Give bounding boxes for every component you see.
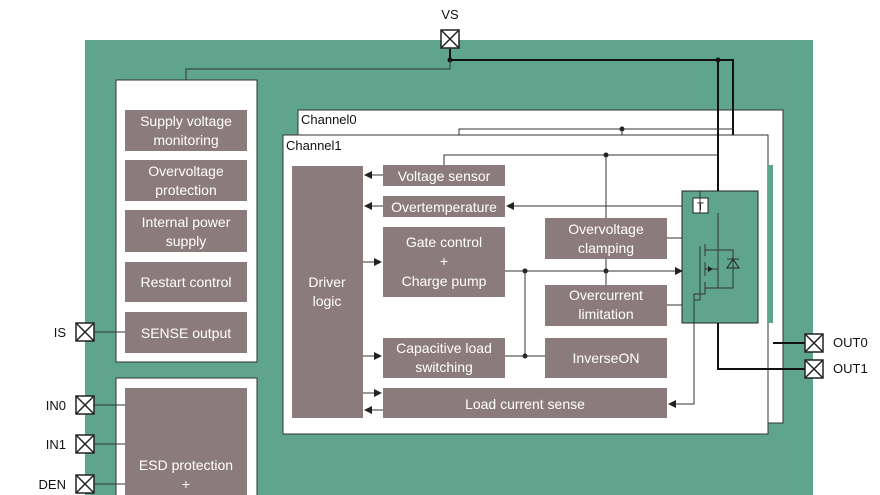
supply-voltage-line2: monitoring [153, 132, 218, 148]
supply-voltage-block: Supply voltage monitoring [125, 110, 247, 151]
sense-output-label: SENSE output [141, 325, 231, 341]
overvoltage-protection-block: Overvoltage protection [125, 160, 247, 201]
overvoltage-clamping-block: Overvoltage clamping [545, 218, 667, 259]
capacitive-load-line2: switching [415, 359, 473, 375]
gate-control-line1: Gate control [406, 234, 482, 250]
den-pin: DEN [39, 474, 95, 494]
is-pin: IS [54, 322, 95, 342]
vs-label: VS [441, 7, 459, 22]
driver-logic-block: Driver logic [292, 166, 363, 418]
overcurrent-limitation-line1: Overcurrent [569, 287, 643, 303]
channel0-label: Channel0 [301, 112, 357, 127]
capacitive-load-block: Capacitive load switching [383, 338, 505, 378]
driver-logic-line1: Driver [308, 274, 346, 290]
load-current-sense-label: Load current sense [465, 396, 585, 412]
vs-rail [447, 49, 809, 370]
overvoltage-clamping-line2: clamping [578, 240, 634, 256]
restart-control-label: Restart control [140, 274, 231, 290]
out1-pin: OUT1 [804, 359, 868, 379]
internal-power-line1: Internal power [142, 214, 231, 230]
esd-protection-block: ESD protection + [125, 388, 247, 495]
overcurrent-limitation-block: Overcurrent limitation [545, 285, 667, 326]
supply-voltage-line1: Supply voltage [140, 113, 232, 129]
overtemperature-block: Overtemperature [383, 196, 505, 217]
voltage-sensor-label: Voltage sensor [398, 168, 491, 184]
overvoltage-protection-line1: Overvoltage [148, 163, 224, 179]
den-label: DEN [39, 477, 66, 492]
esd-protection-line1: ESD protection [139, 457, 233, 473]
voltage-sensor-block: Voltage sensor [383, 165, 505, 186]
inverse-on-label: InverseON [573, 350, 640, 366]
in1-pin: IN1 [46, 434, 95, 454]
gate-control-line2: + [440, 253, 448, 269]
capacitive-load-line1: Capacitive load [396, 340, 492, 356]
overvoltage-clamping-line1: Overvoltage [568, 221, 644, 237]
gate-control-block: Gate control + Charge pump [383, 227, 505, 297]
internal-power-line2: supply [166, 233, 206, 249]
overcurrent-limitation-line2: limitation [578, 306, 633, 322]
inverse-on-block: InverseON [545, 338, 667, 378]
load-current-sense-block: Load current sense [383, 388, 667, 418]
out0-pin: OUT0 [804, 333, 868, 353]
in0-label: IN0 [46, 398, 66, 413]
in0-pin: IN0 [46, 395, 95, 415]
is-label: IS [54, 325, 67, 340]
internal-power-block: Internal power supply [125, 210, 247, 252]
in1-label: IN1 [46, 437, 66, 452]
overtemperature-label: Overtemperature [391, 199, 497, 215]
signal-wiring [93, 60, 733, 485]
sense-output-block: SENSE output [125, 312, 247, 353]
overvoltage-protection-line2: protection [155, 182, 216, 198]
channel0-fet-edge [768, 165, 773, 323]
out1-label: OUT1 [833, 361, 868, 376]
out0-label: OUT0 [833, 335, 868, 350]
temperature-sensor-label: T [697, 201, 704, 213]
driver-logic-line2: logic [313, 293, 342, 309]
channel1-label: Channel1 [286, 138, 342, 153]
restart-control-block: Restart control [125, 262, 247, 302]
gate-control-line3: Charge pump [402, 273, 487, 289]
power-fet: T [681, 190, 759, 324]
vs-pin: VS [440, 7, 460, 49]
esd-protection-line2: + [182, 476, 190, 492]
